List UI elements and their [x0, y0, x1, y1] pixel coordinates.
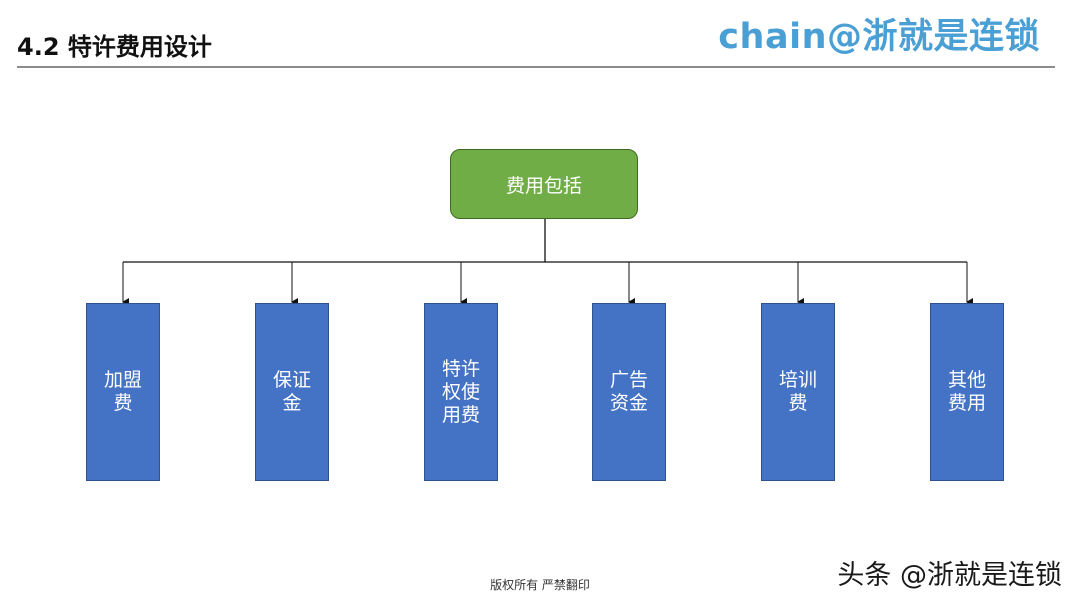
node-training-fee: 培训 费	[761, 303, 835, 481]
watermark-text: 头条 @浙就是连锁	[837, 560, 1062, 591]
node-royalty-fee: 特许 权使 用费	[424, 303, 498, 481]
node-advertising-fund: 广告 资金	[592, 303, 666, 481]
root-node-fees-include: 费用包括	[450, 149, 638, 219]
page-title: 4.2 特许费用设计	[17, 33, 212, 61]
copyright-footer: 版权所有 严禁翻印	[490, 578, 590, 592]
node-franchise-fee: 加盟 费	[86, 303, 160, 481]
brand-logo-text: chain@浙就是连锁	[718, 17, 1040, 57]
header-divider	[17, 66, 1055, 68]
node-deposit: 保证 金	[255, 303, 329, 481]
node-other-fees: 其他 费用	[930, 303, 1004, 481]
root-node-label: 费用包括	[505, 174, 582, 197]
